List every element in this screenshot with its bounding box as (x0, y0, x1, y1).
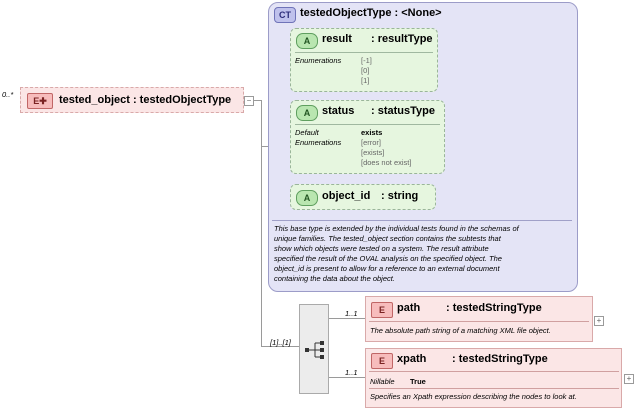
element-divider (369, 371, 619, 372)
complex-type-icon: CT (274, 7, 296, 23)
connector-trunk (261, 100, 262, 346)
prop-key-default: Default (295, 128, 319, 137)
attribute-name: status (322, 105, 355, 117)
child-path-expand-toggle[interactable]: + (594, 316, 604, 326)
nillable-key: Nillable (370, 377, 395, 386)
element-name: xpath (397, 353, 427, 365)
attribute-status[interactable]: A status : statusType Default exists Enu… (290, 100, 445, 174)
connector-root-ct (252, 100, 262, 101)
child-multiplicity: 1..1 (345, 368, 358, 377)
sequence-multiplicity: [1]..[1] (270, 338, 291, 347)
prop-value: [exists] (361, 148, 385, 157)
prop-value: [-1] (361, 56, 372, 65)
element-documentation: Specifies an Xpath expression describing… (370, 392, 577, 401)
attribute-divider (295, 124, 440, 125)
prop-key-enumerations: Enumerations (295, 56, 342, 65)
root-element-box[interactable]: E✚ tested_object : testedObjectType (20, 87, 244, 113)
attribute-divider (295, 52, 433, 53)
complex-type-title: testedObjectType : <None> (300, 7, 442, 19)
prop-value: [error] (361, 138, 382, 147)
prop-key-enumerations: Enumerations (295, 138, 342, 147)
attribute-icon: A (296, 190, 318, 206)
prop-value: [1] (361, 76, 370, 85)
attribute-result[interactable]: A result : resultType Enumerations [-1] … (290, 28, 438, 92)
element-divider (369, 321, 589, 322)
root-collapse-toggle[interactable]: − (244, 96, 254, 106)
complex-type-documentation: This base type is extended by the indivi… (274, 224, 519, 283)
element-documentation: The absolute path string of a matching X… (370, 326, 551, 335)
attribute-type: : statusType (371, 105, 435, 117)
element-name: path (397, 302, 421, 314)
element-icon: E (371, 353, 393, 369)
child-multiplicity: 1..1 (345, 309, 358, 318)
element-divider (369, 388, 619, 389)
complex-type-doc-divider (272, 220, 572, 221)
prop-value: [0] (361, 66, 370, 75)
attribute-type: : string (381, 190, 419, 202)
attribute-icon: A (296, 105, 318, 121)
child-xpath-expand-toggle[interactable]: + (624, 374, 634, 384)
element-icon: E (371, 302, 393, 318)
element-icon: E✚ (27, 93, 53, 109)
attribute-object-id[interactable]: A object_id : string (290, 184, 436, 210)
element-type: : testedStringType (452, 353, 548, 365)
prop-value: exists (361, 128, 383, 137)
connector-ct (261, 146, 269, 147)
attribute-name: object_id (322, 190, 371, 202)
nillable-value: True (410, 377, 426, 386)
attribute-type: : resultType (371, 33, 433, 45)
connector-seq-xpath (329, 377, 365, 378)
sequence-icon (305, 341, 324, 359)
connector-seq-path (329, 318, 365, 319)
child-element-path[interactable]: E path : testedStringType The absolute p… (365, 296, 593, 342)
attribute-name: result (322, 33, 352, 45)
connector-seq (261, 346, 299, 347)
prop-value: [does not exist] (361, 158, 412, 167)
element-type: : testedStringType (446, 302, 542, 314)
child-element-xpath[interactable]: E xpath : testedStringType Nillable True… (365, 348, 622, 408)
root-multiplicity: 0..* (2, 90, 14, 99)
attribute-icon: A (296, 33, 318, 49)
root-element-name: tested_object : testedObjectType (59, 94, 232, 106)
sequence-compositor[interactable] (299, 304, 329, 394)
